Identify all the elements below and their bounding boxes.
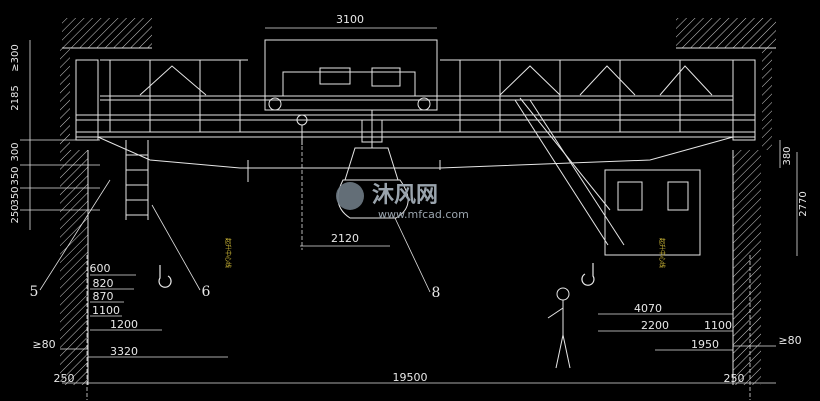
callout-5: 5 xyxy=(30,284,39,300)
dim-right-250: 250 xyxy=(724,372,745,385)
operator-figure xyxy=(547,287,571,369)
left-column-hatch xyxy=(60,150,88,385)
dim-clearance-top-left: ≥300 xyxy=(10,44,21,71)
dim-stack-left-c: 350 xyxy=(10,186,21,205)
watermark-logo-icon xyxy=(336,182,364,210)
vertical-label-left: 起升中心线 xyxy=(224,238,232,268)
dim-right-4070: 4070 xyxy=(634,302,662,315)
watermark-url: www.mfcad.com xyxy=(378,208,469,221)
dim-left-820: 820 xyxy=(93,277,114,290)
dim-right-1100: 1100 xyxy=(704,319,732,332)
dim-left-clear: ≥80 xyxy=(32,338,55,351)
right-stair-cab xyxy=(514,97,701,256)
dim-right-380: 380 xyxy=(782,146,793,165)
dim-right-2770: 2770 xyxy=(798,191,809,216)
building-structure xyxy=(60,18,776,385)
dim-left-1200: 1200 xyxy=(110,318,138,331)
left-upper-wall-hatch xyxy=(60,48,70,150)
left-ladder xyxy=(125,140,149,220)
watermark-brand: 沐风网 xyxy=(372,183,438,208)
trolley xyxy=(264,39,438,126)
dim-right-clear: ≥80 xyxy=(778,334,801,347)
dim-right-1950: 1950 xyxy=(691,338,719,351)
hook-symbols xyxy=(158,263,595,288)
right-ceiling-hatch xyxy=(676,18,776,48)
right-upper-wall-hatch xyxy=(762,48,772,150)
dim-grab-offset: 2120 xyxy=(331,232,359,245)
dim-left-870: 870 xyxy=(93,290,114,303)
dimension-lines xyxy=(20,27,798,400)
trolley-frame xyxy=(264,39,438,111)
dim-right-2200: 2200 xyxy=(641,319,669,332)
left-end-carriage xyxy=(75,59,99,141)
callout-6: 6 xyxy=(202,284,211,300)
dim-stack-left-a: 300 xyxy=(10,142,21,161)
watermark: 沐风网 www.mfcad.com xyxy=(336,182,469,221)
dim-height-left-1: 2185 xyxy=(10,85,21,110)
dim-left-1100: 1100 xyxy=(92,304,120,317)
dim-left-3320: 3320 xyxy=(110,345,138,358)
right-hook-icon xyxy=(581,263,595,286)
dim-stack-left-b: 350 xyxy=(10,166,21,185)
operator-cab xyxy=(604,169,701,256)
hoist-machinery xyxy=(282,71,416,97)
dim-stack-left-d: 250 xyxy=(10,204,21,223)
dim-left-250: 250 xyxy=(54,372,75,385)
vertical-label-right: 起升中心线 xyxy=(658,238,666,268)
right-end-carriage xyxy=(732,59,756,141)
left-hook-icon xyxy=(158,265,172,288)
crane-bridge xyxy=(75,59,756,182)
callout-8: 8 xyxy=(432,285,441,301)
right-column-hatch xyxy=(733,150,761,385)
dim-trolley-gauge: 3100 xyxy=(336,13,364,26)
dim-span-total: 19500 xyxy=(393,371,428,384)
left-ceiling-hatch xyxy=(62,18,152,48)
dim-left-600: 600 xyxy=(90,262,111,275)
